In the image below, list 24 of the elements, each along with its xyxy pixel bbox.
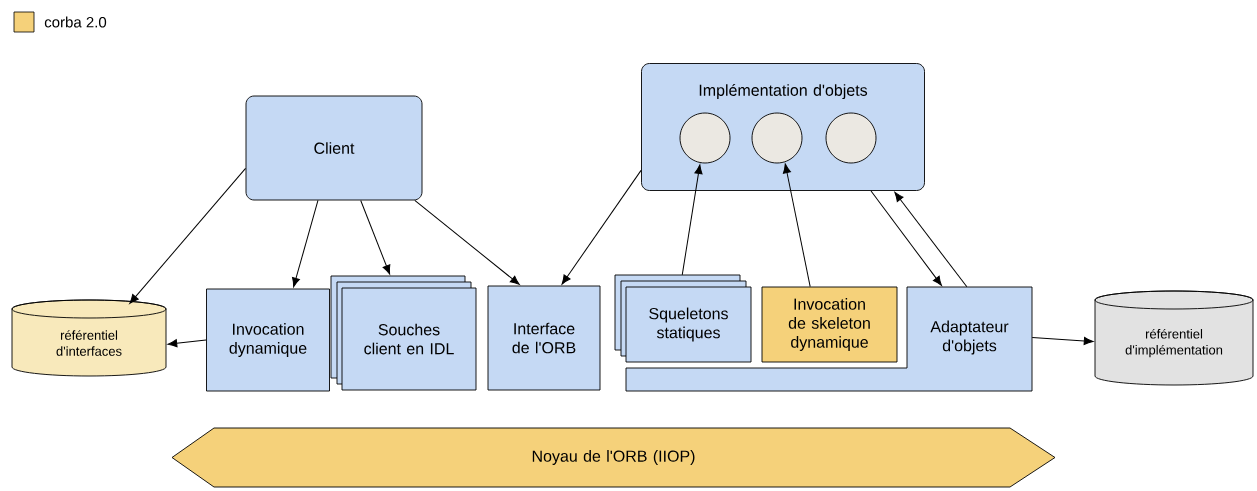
arrow (360, 199, 391, 275)
arrow (292, 199, 319, 288)
object-circle (825, 112, 877, 164)
process-box: Invocation de skeleton dynamique (761, 286, 898, 363)
arrow (167, 339, 207, 348)
arrow (782, 163, 811, 288)
repository-cylinder: référentiel d'interfaces (11, 299, 167, 377)
arrow (1031, 336, 1094, 345)
object-circle (751, 112, 803, 164)
arrow (894, 191, 968, 288)
process-box: Interface de l'ORB (487, 285, 601, 391)
core-band: Noyau de l'ORB (IIOP) (171, 427, 1056, 488)
stacked-boxes: Souches client en IDL (330, 275, 477, 391)
client-box: Client (245, 95, 423, 201)
legend-label: corba 2.0 (44, 16, 107, 28)
arrow (870, 190, 942, 286)
repository-cylinder: référentiel d'implémentation (1094, 290, 1254, 386)
arrow (414, 199, 520, 285)
arrow (681, 164, 703, 276)
object-circle (679, 112, 731, 164)
arrow (129, 167, 247, 304)
process-box: Invocation dynamique (206, 288, 330, 392)
stacked-boxes: Squeletons statiques (614, 274, 752, 363)
arrow (561, 169, 642, 285)
